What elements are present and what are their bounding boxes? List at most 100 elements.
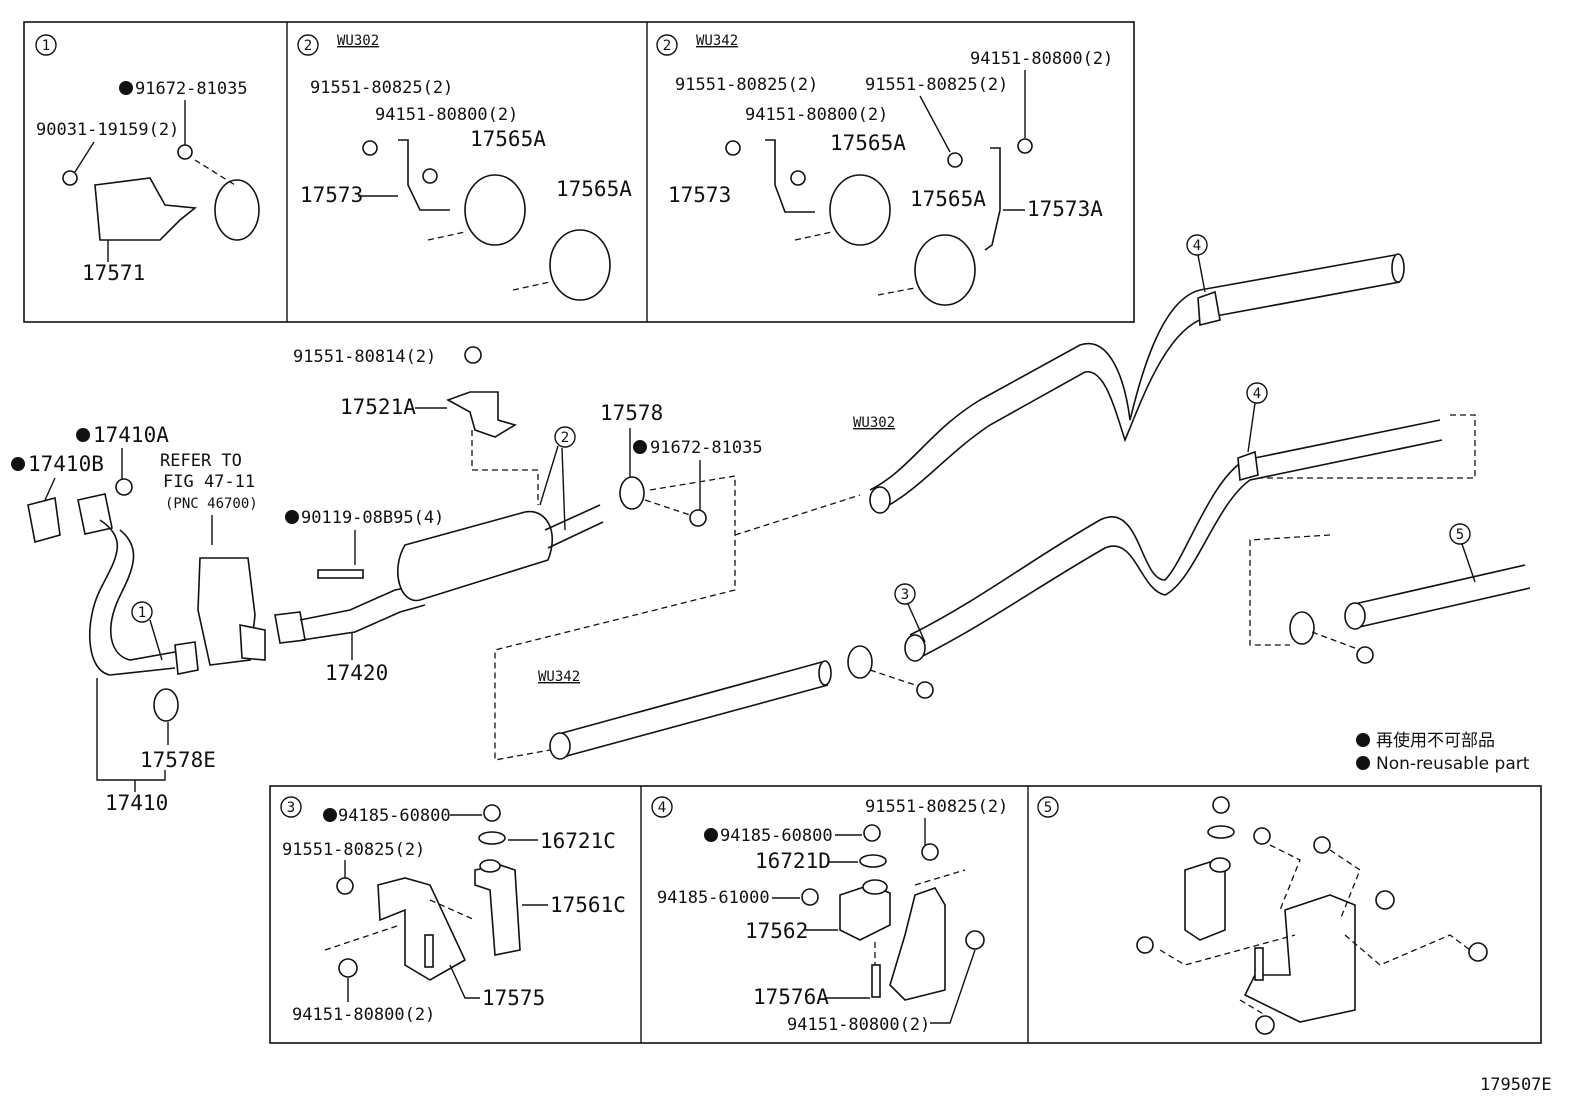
part-label: 91551-80814(2)	[293, 347, 436, 367]
leader-line	[1461, 543, 1476, 583]
extension-pipe-icon	[1349, 564, 1526, 606]
callout-number: 2	[561, 430, 569, 446]
callout-circle	[651, 796, 673, 818]
detail-1: 1 91672-81035 90031-19159(2) 17571	[35, 34, 260, 285]
callout-number: 4	[1193, 238, 1201, 254]
straight-pipe-icon	[562, 684, 829, 758]
part-label: 16721D	[755, 849, 831, 873]
non-reusable-dot-icon	[119, 81, 133, 95]
bolt-icon	[725, 140, 741, 156]
bolt-icon	[62, 170, 78, 186]
front-pipe-icon	[110, 529, 176, 661]
part-label: 94185-60800	[338, 806, 451, 826]
callout-number: 2	[304, 38, 312, 54]
part-label: 91551-80825(2)	[865, 75, 1008, 95]
non-reusable-dot-icon	[285, 510, 299, 524]
washer-icon	[1207, 825, 1235, 839]
figure-id: 179507E	[1480, 1075, 1552, 1095]
pipe-end-icon	[549, 732, 571, 760]
tailpipe-stub-icon	[544, 504, 601, 531]
dashed-guide	[1239, 999, 1266, 1016]
washer-icon	[478, 831, 506, 845]
leader-line	[449, 964, 480, 999]
bolt-icon	[362, 140, 378, 156]
callout-circle	[554, 426, 576, 448]
dashed-guide	[1249, 534, 1331, 646]
nut-icon	[1375, 890, 1395, 910]
dashed-guide	[471, 430, 539, 505]
bracket-icon	[94, 177, 198, 241]
part-label: 94151-80800(2)	[745, 105, 888, 125]
dashed-guide	[1329, 849, 1361, 921]
callout-circle	[1246, 382, 1268, 404]
bracket-icon	[377, 877, 467, 981]
callout-circle	[297, 34, 319, 56]
flange-icon	[77, 493, 113, 535]
pipe-end-icon	[904, 634, 926, 662]
stud-icon	[871, 964, 881, 998]
part-label: 90031-19159(2)	[36, 120, 179, 140]
part-label: 17420	[325, 661, 388, 685]
bolt-icon	[1356, 646, 1374, 664]
bolt-icon	[317, 569, 364, 579]
variant-label: WU342	[696, 33, 738, 49]
rubber-mount-icon	[464, 174, 526, 246]
part-label: 17578E	[140, 748, 216, 772]
leader-line	[907, 603, 926, 643]
non-reusable-dot-icon	[1356, 733, 1370, 747]
part-label: 94151-80800(2)	[970, 49, 1113, 69]
tail-pipe-wu342-icon	[909, 419, 1441, 636]
dashed-guide	[494, 475, 736, 761]
part-label: 17565A	[830, 131, 906, 155]
part-label: 91551-80825(2)	[282, 840, 425, 860]
callout-number: 3	[901, 587, 909, 603]
callout-circle	[131, 601, 153, 623]
bolt-icon	[1313, 836, 1331, 854]
dashed-guide	[427, 231, 466, 241]
part-label: 94185-60800	[720, 826, 833, 846]
pipe-end-icon	[1391, 253, 1405, 283]
part-label: 17573	[300, 183, 363, 207]
pipe-end-icon	[818, 660, 832, 686]
detail-3: 3 94185-60800 16721C 91551-80825(2) 1756…	[280, 796, 626, 1025]
rubber-icon	[1209, 857, 1231, 873]
bracket-icon	[1184, 861, 1226, 941]
clamp-icon	[214, 179, 260, 241]
stud-icon	[1254, 947, 1264, 981]
non-reusable-dot-icon	[323, 808, 337, 822]
tail-pipe-wu302-icon	[879, 281, 1401, 511]
nut-icon	[422, 168, 438, 184]
leader-line	[149, 619, 163, 661]
refer-line: (PNC 46700)	[165, 496, 258, 512]
dashed-guide	[1260, 414, 1476, 479]
variant-label: WU302	[337, 33, 379, 49]
callout-number: 5	[1044, 800, 1052, 816]
nut-icon	[801, 888, 819, 906]
callout-number: 5	[1456, 527, 1464, 543]
part-label: 91672-81035	[650, 438, 763, 458]
leader-line	[1247, 402, 1256, 453]
variant-label: WU342	[538, 669, 580, 685]
bolt-icon	[336, 877, 354, 895]
detail-4: 4 91551-80825(2) 94185-60800 16721D 9418…	[651, 796, 1008, 1035]
clamp-icon	[1289, 611, 1315, 645]
detail-5: 5	[1037, 796, 1488, 1035]
bolt-icon	[1136, 936, 1154, 954]
dashed-guide	[734, 494, 861, 536]
part-label: 17410A	[93, 423, 169, 447]
part-label: 17571	[82, 261, 145, 285]
rubber-mount-icon	[549, 229, 611, 301]
refer-line: REFER TO	[160, 451, 242, 471]
part-label: 94185-61000	[657, 888, 770, 908]
top-detail-panels	[23, 21, 1135, 323]
bracket-icon	[474, 864, 521, 956]
part-label: 17573A	[1027, 197, 1103, 221]
callout-number: 4	[658, 800, 666, 816]
part-label: 17410	[105, 791, 168, 815]
rubber-icon	[479, 859, 501, 873]
callout-number: 1	[138, 605, 146, 621]
bottom-panel-frame	[269, 785, 1542, 1044]
dashed-guide	[1311, 631, 1361, 651]
part-label: 90119-08B95(4)	[301, 508, 444, 528]
